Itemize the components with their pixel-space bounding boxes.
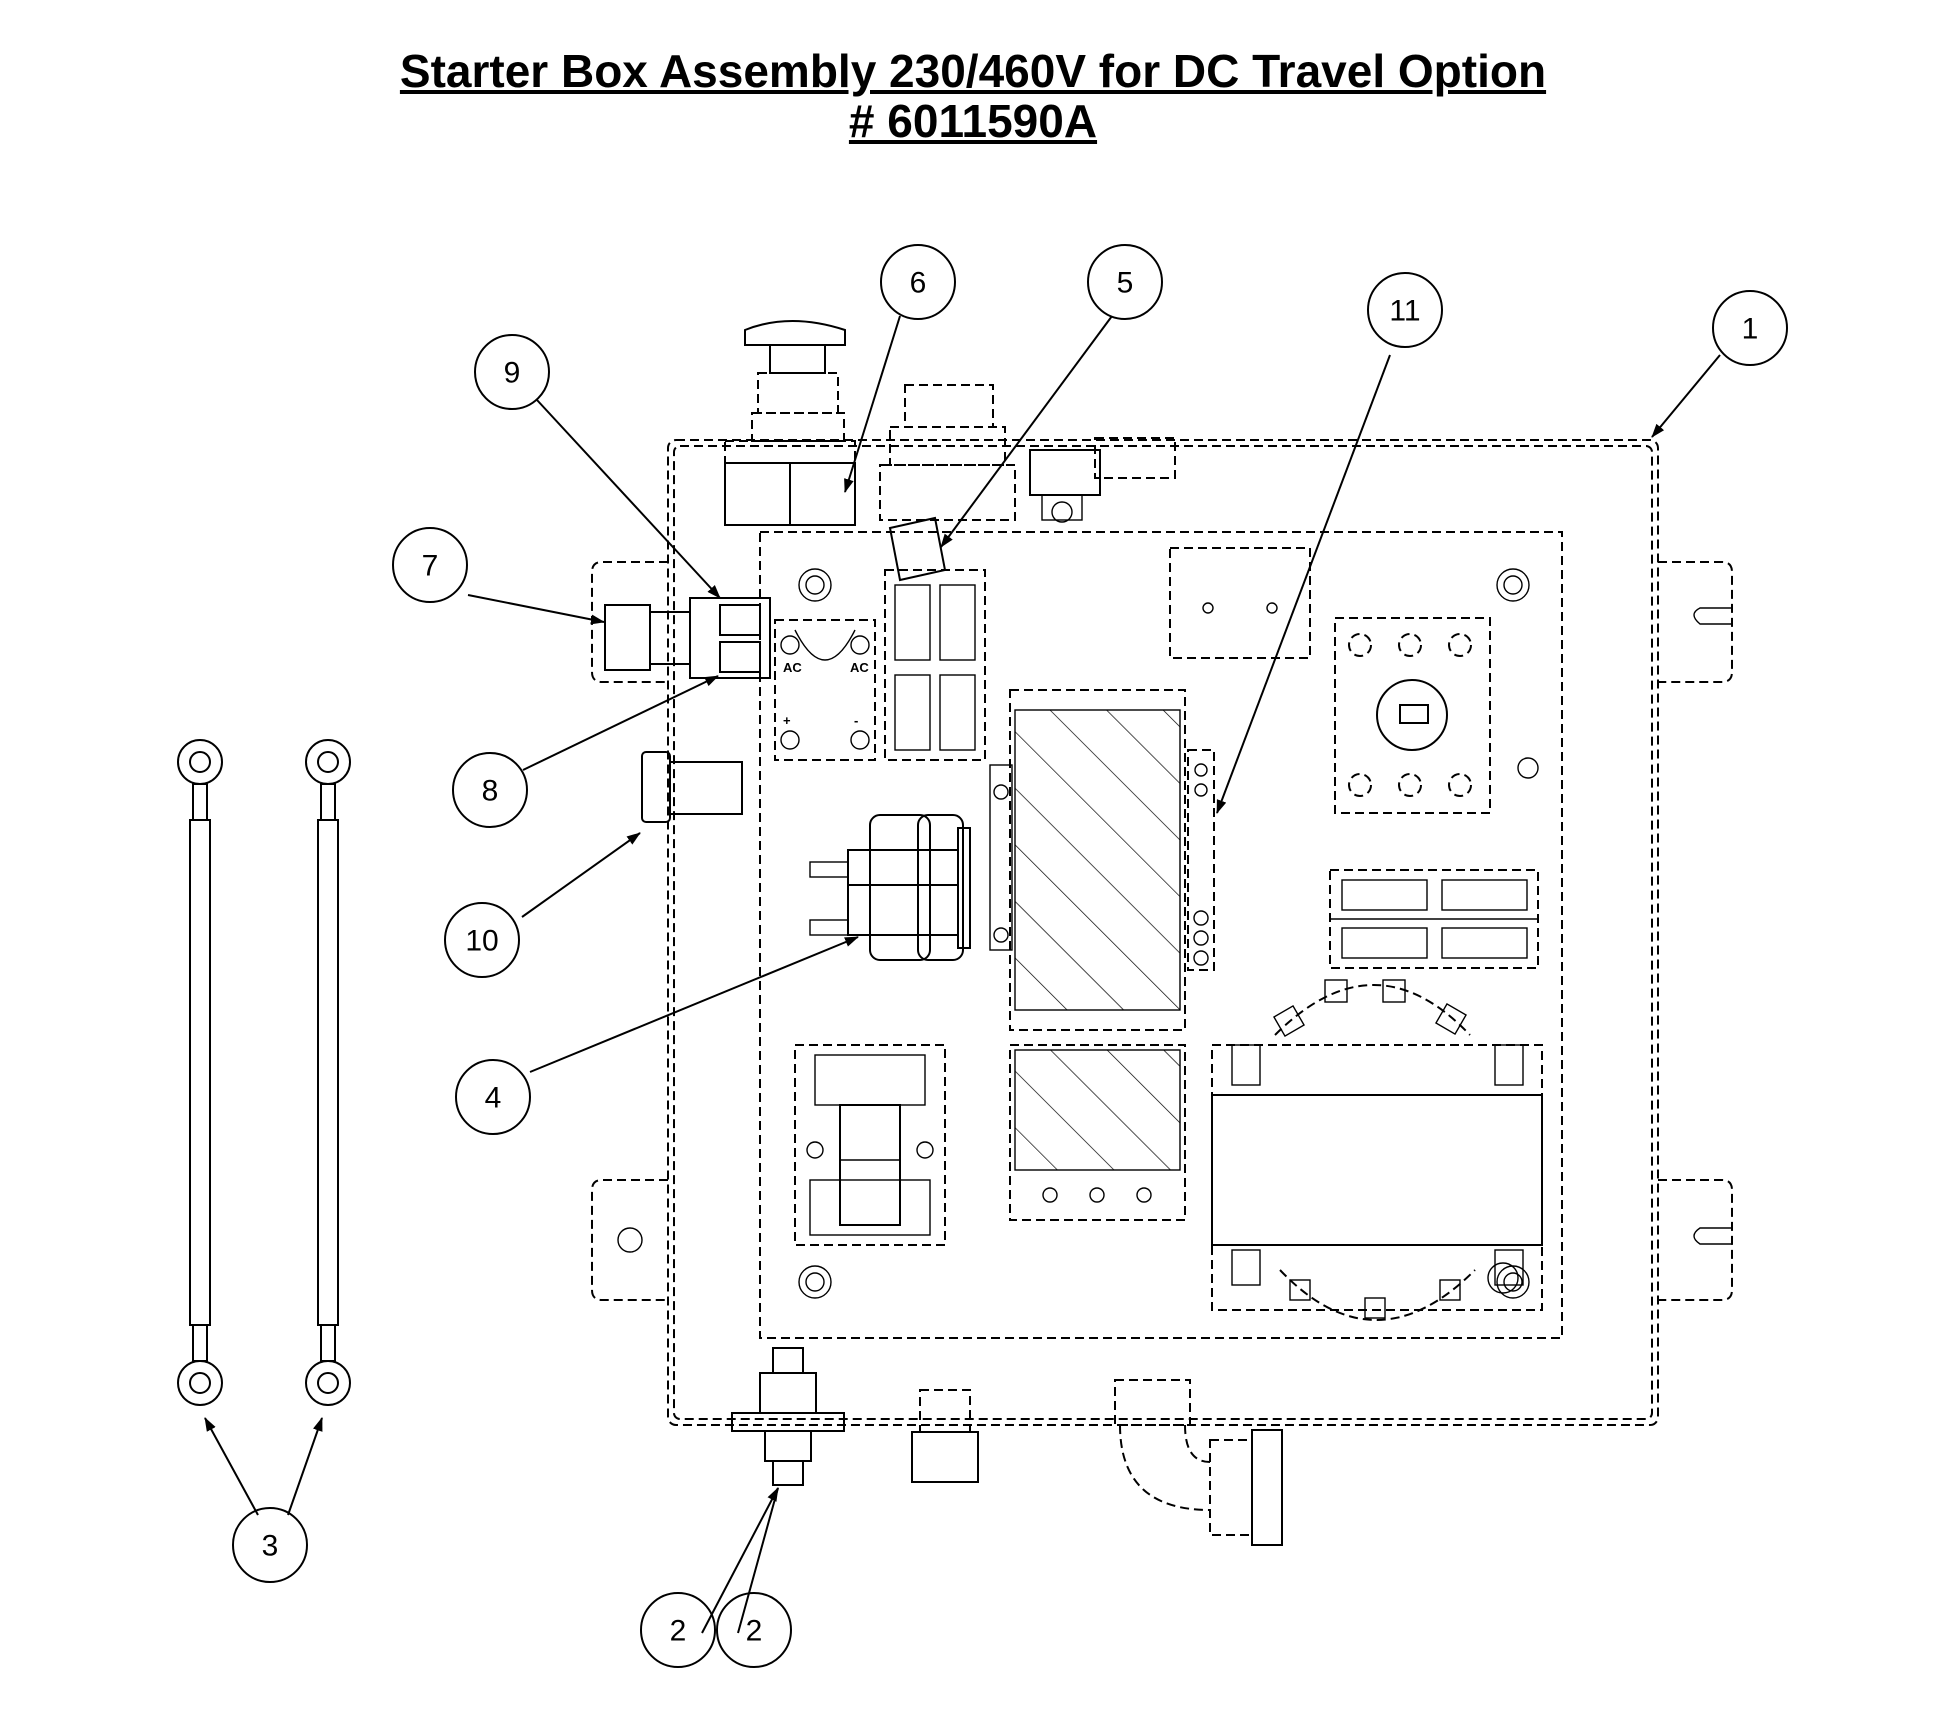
svg-text:3: 3 xyxy=(262,1530,279,1563)
svg-text:4: 4 xyxy=(485,1082,502,1115)
callout-3: 3 xyxy=(232,1507,308,1583)
side-connector xyxy=(604,597,771,679)
overload-terminal xyxy=(1187,749,1215,971)
leader-lines xyxy=(204,315,1721,1634)
conduit-elbow xyxy=(1114,1379,1283,1546)
callout-11: 11 xyxy=(1367,272,1443,348)
svg-text:2: 2 xyxy=(746,1615,763,1648)
callout-2: 2 xyxy=(716,1592,792,1668)
side-indicator xyxy=(641,751,743,823)
callout-4: 4 xyxy=(455,1059,531,1135)
panel-nut xyxy=(1496,568,1530,602)
svg-text:9: 9 xyxy=(504,357,521,390)
bridge-rectifier: AC AC + - xyxy=(774,619,876,761)
panel-nut xyxy=(798,568,832,602)
emergency-stop-button xyxy=(724,320,856,526)
panel-nut xyxy=(798,1265,832,1299)
callout-10: 10 xyxy=(444,902,520,978)
ground-cable xyxy=(305,739,351,1406)
terminal-plug xyxy=(1029,437,1176,523)
start-button xyxy=(879,384,1016,521)
svg-text:1: 1 xyxy=(1742,313,1759,346)
disconnect-switch xyxy=(1334,617,1539,814)
callout-7: 7 xyxy=(392,527,468,603)
callout-2: 2 xyxy=(640,1592,716,1668)
rectifier-minus-label: - xyxy=(854,713,858,728)
callout-5: 5 xyxy=(1087,244,1163,320)
svg-text:8: 8 xyxy=(482,775,499,808)
control-relay xyxy=(809,814,971,961)
ground-cable xyxy=(177,739,223,1406)
rectifier-ac-label: AC xyxy=(850,660,869,675)
svg-text:5: 5 xyxy=(1117,267,1134,300)
ground-stud xyxy=(731,1347,845,1486)
callout-6: 6 xyxy=(880,244,956,320)
back-panel xyxy=(759,531,1563,1339)
callout-8: 8 xyxy=(452,752,528,828)
drawing-title: Starter Box Assembly 230/460V for DC Tra… xyxy=(399,45,1547,97)
callout-1: 1 xyxy=(1712,290,1788,366)
svg-text:10: 10 xyxy=(465,925,498,958)
motor-contactor-lower xyxy=(1009,1044,1186,1221)
rectifier-plus-label: + xyxy=(783,713,791,728)
cable-gland xyxy=(911,1389,979,1483)
din-rail-clip xyxy=(1169,547,1311,659)
fuse-block xyxy=(884,516,986,761)
svg-text:11: 11 xyxy=(1389,295,1420,328)
rectifier-ac-label: AC xyxy=(783,660,802,675)
control-transformer xyxy=(1211,979,1543,1321)
callout-9: 9 xyxy=(474,334,550,410)
svg-text:7: 7 xyxy=(422,550,439,583)
svg-text:6: 6 xyxy=(910,267,927,300)
auxiliary-relay xyxy=(794,1044,946,1246)
motor-contactor-upper xyxy=(989,689,1186,1031)
drawing-part-number: # 6011590A xyxy=(848,95,1098,147)
terminal-block xyxy=(1329,869,1539,969)
svg-text:2: 2 xyxy=(670,1615,687,1648)
